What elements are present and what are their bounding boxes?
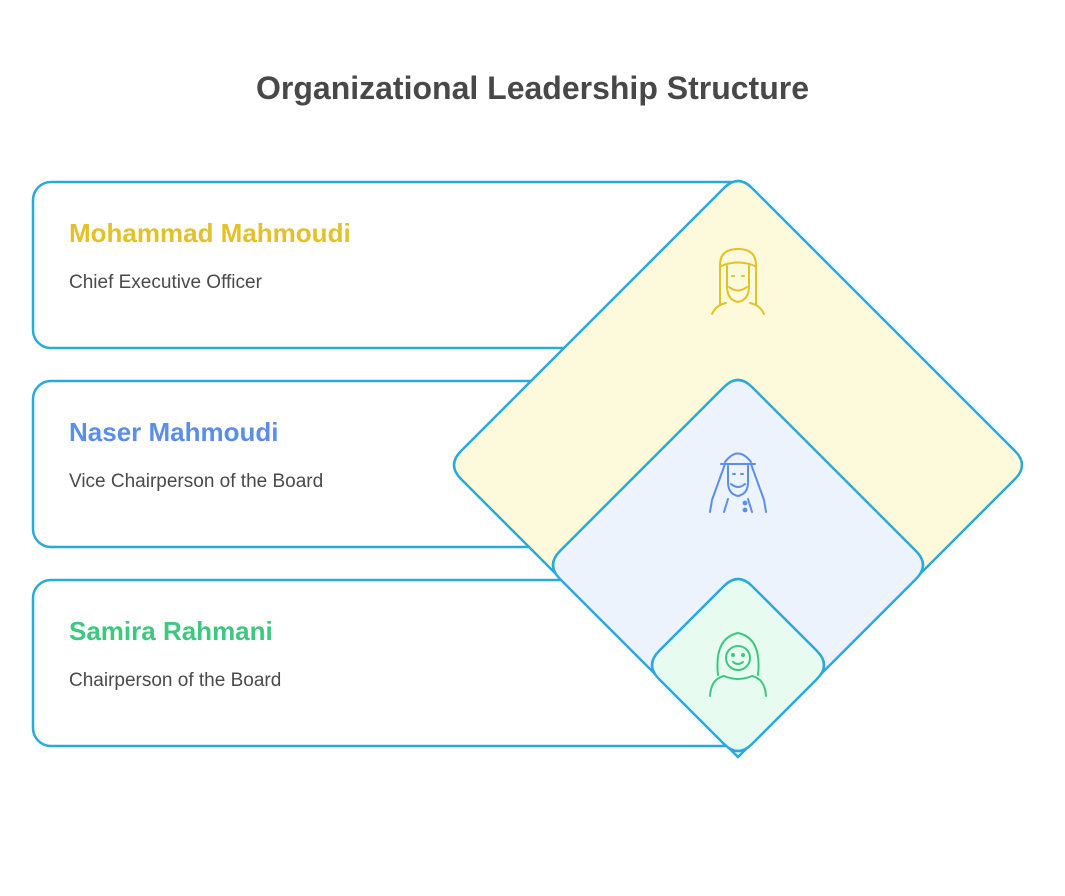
card-3-name: Samira Rahmani: [69, 616, 273, 646]
man-with-headscarf-icon: [711, 248, 765, 315]
page-title: Organizational Leadership Structure: [256, 70, 809, 106]
card-2-name: Naser Mahmoudi: [69, 417, 279, 447]
card-3: Samira Rahmani Chairperson of the Board: [31, 578, 755, 748]
woman-with-hijab-icon: [709, 632, 767, 697]
bearded-man-with-headdress-icon: [709, 452, 767, 513]
card-1-role: Chief Executive Officer: [69, 272, 263, 293]
diamond-medium: [551, 378, 925, 759]
card-2-role: Vice Chairperson of the Board: [69, 471, 323, 492]
card-3-role: Chairperson of the Board: [69, 670, 281, 691]
card-1-name: Mohammad Mahmoudi: [69, 218, 351, 248]
